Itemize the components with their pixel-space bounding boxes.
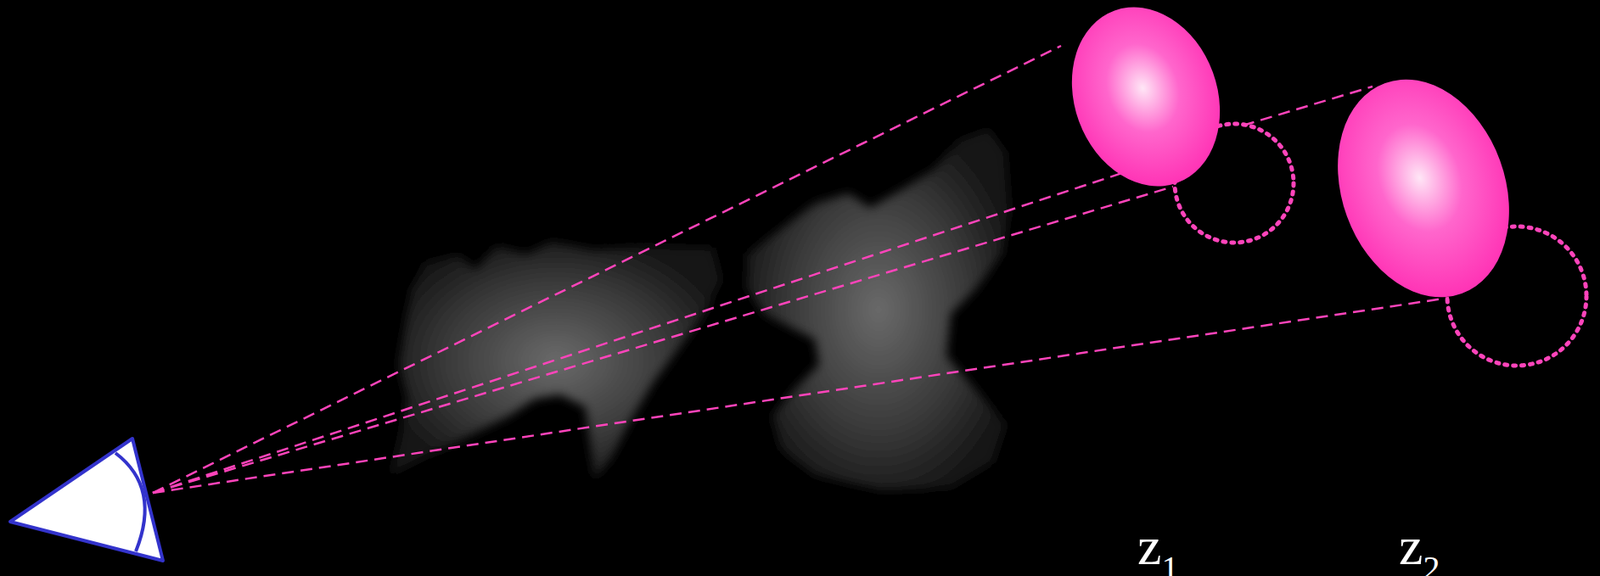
subscript-label: 2: [1422, 549, 1440, 576]
gas-cloud: [746, 129, 1011, 491]
lensed-galaxy: [1047, 0, 1245, 208]
sight-lines: [152, 45, 1449, 494]
redshift-label: z1: [1137, 519, 1179, 574]
lensed-galaxy: [1308, 55, 1539, 322]
gas-cloud: [390, 241, 722, 480]
variable-label: z: [1137, 516, 1162, 576]
eye-lens: [115, 453, 146, 552]
subscript-label: 1: [1161, 549, 1179, 576]
observer-eye: [10, 438, 163, 562]
variable-label: z: [1398, 516, 1423, 576]
redshift-label: z2: [1398, 519, 1440, 574]
